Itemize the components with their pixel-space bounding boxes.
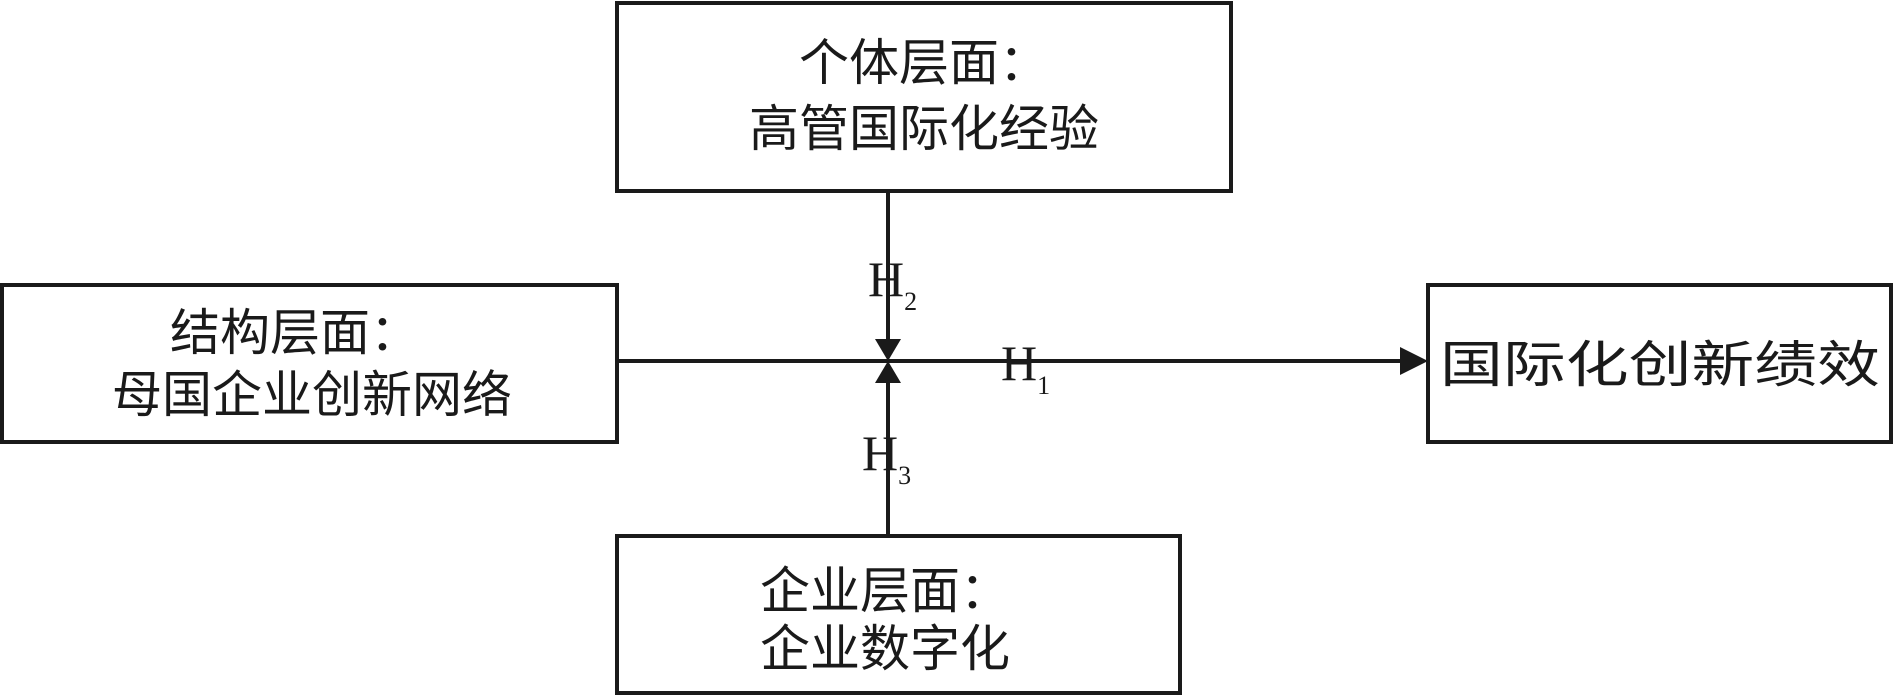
h2-label: H2 bbox=[868, 251, 917, 316]
outcome-box bbox=[1426, 283, 1893, 444]
h2-arrowhead bbox=[875, 339, 901, 361]
structural-level-title: 结构层面： bbox=[170, 304, 420, 362]
h1-arrowhead bbox=[1400, 347, 1428, 375]
individual-level-title: 个体层面： bbox=[799, 34, 1049, 92]
individual-level-box bbox=[615, 1, 1233, 193]
h3-letter: H bbox=[862, 425, 898, 481]
h2-subscript: 2 bbox=[904, 287, 917, 316]
individual-level-variable: 高管国际化经验 bbox=[749, 100, 1099, 158]
h2-letter: H bbox=[868, 251, 904, 307]
h3-subscript: 3 bbox=[898, 461, 911, 490]
firm-level-node: 企业层面： 企业数字化 bbox=[615, 534, 1182, 695]
h1-subscript: 1 bbox=[1037, 371, 1050, 400]
h3-arrowhead bbox=[875, 361, 901, 383]
h1-letter: H bbox=[1001, 335, 1037, 391]
individual-level-node: 个体层面： 高管国际化经验 bbox=[615, 1, 1233, 193]
firm-level-title: 企业层面： bbox=[760, 562, 1010, 620]
firm-level-box bbox=[615, 534, 1182, 695]
structural-level-node: 结构层面： 母国企业创新网络 bbox=[0, 283, 619, 444]
structural-level-variable: 母国企业创新网络 bbox=[112, 366, 512, 424]
outcome-label: 国际化创新绩效 bbox=[1440, 336, 1880, 394]
h3-label: H3 bbox=[862, 425, 911, 490]
outcome-node: 国际化创新绩效 bbox=[1426, 283, 1893, 444]
structural-level-box bbox=[0, 283, 619, 444]
firm-level-variable: 企业数字化 bbox=[760, 620, 1010, 678]
h1-label: H1 bbox=[1001, 335, 1050, 400]
